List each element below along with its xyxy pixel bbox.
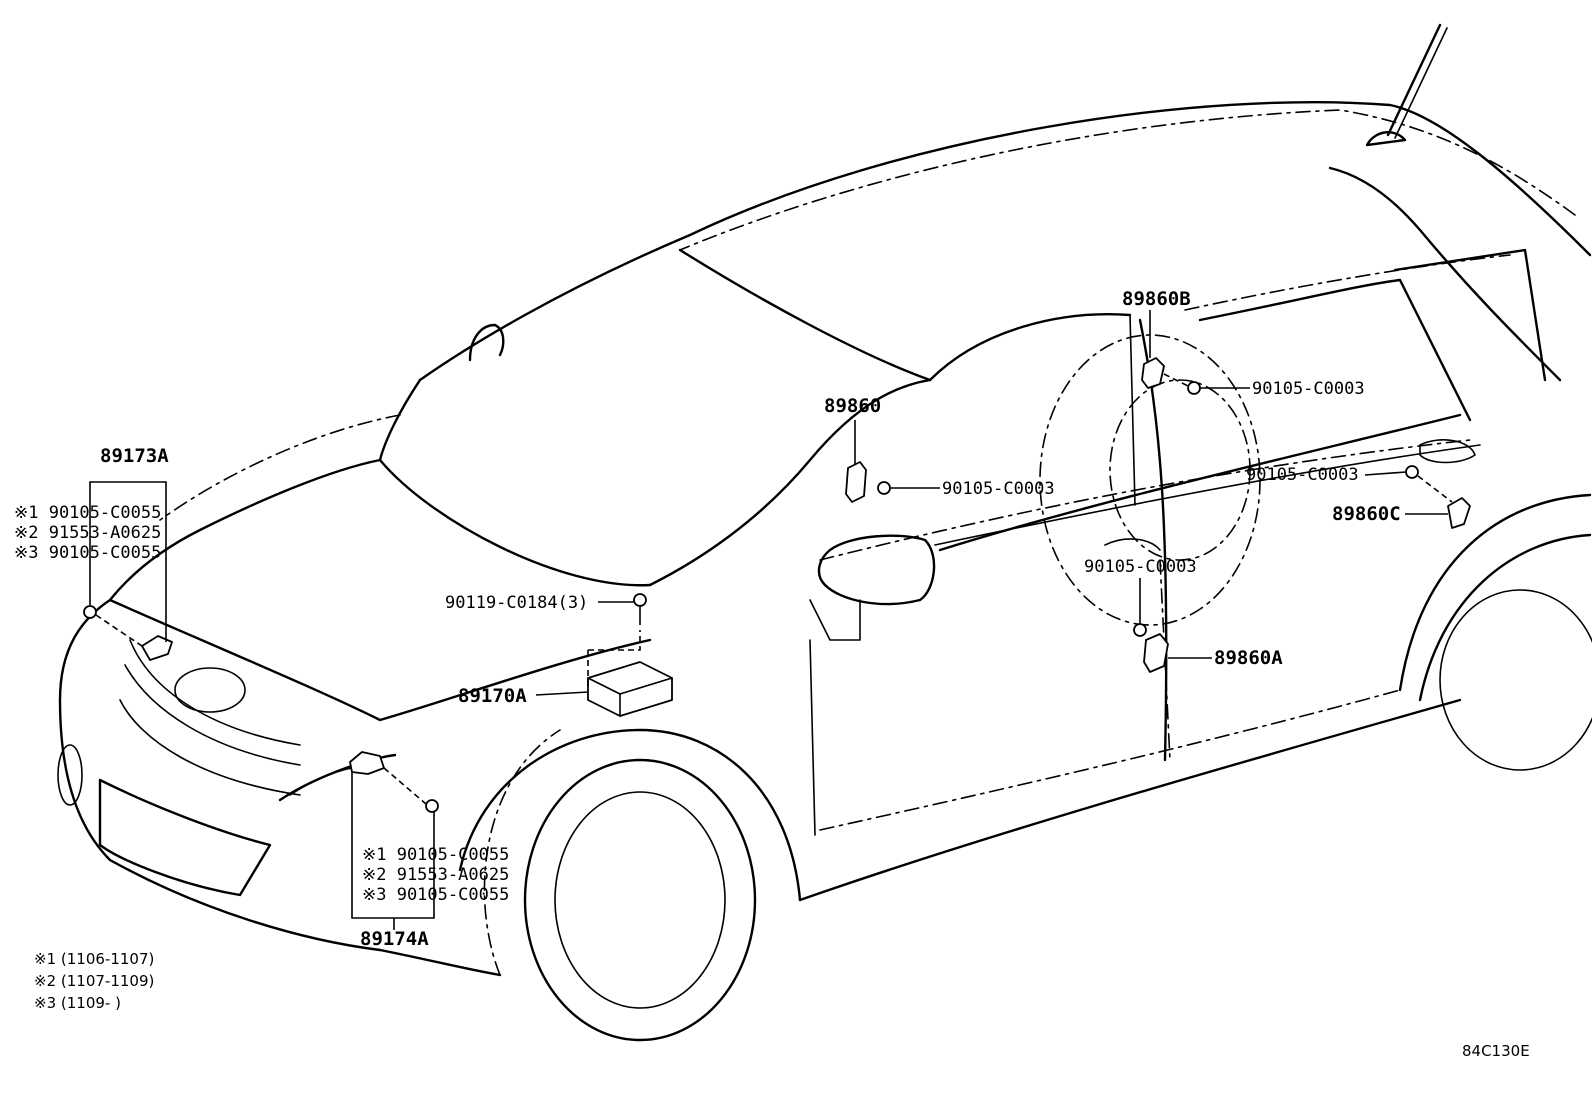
side-sensor-89860C: [1405, 465, 1471, 529]
part-label-89860: 89860: [824, 395, 881, 417]
bolt-label-89860A: 90105-C0003: [1084, 557, 1197, 577]
footnote-1: ※1 (1106-1107): [34, 950, 154, 968]
leader-lines: [89, 310, 1448, 930]
part-label-89173A: 89173A: [100, 445, 169, 467]
side-sensor-89860B: [1141, 357, 1201, 395]
footnote-3: ※3 (1109- ): [34, 994, 121, 1012]
vehicle-outline: [57, 23, 1592, 1042]
bolt-label-89860C: 90105-C0003: [1246, 465, 1359, 485]
bolt-label-89174A-3: ※3 90105-C0055: [362, 885, 509, 905]
part-label-89174A: 89174A: [360, 928, 429, 950]
part-label-89860A: 89860A: [1214, 647, 1283, 669]
side-sensor-89860A: [1133, 623, 1169, 673]
bolt-label-89173A-2: ※2 91553-A0625: [14, 523, 161, 543]
part-label-89170A: 89170A: [458, 685, 527, 707]
footnote-2: ※2 (1107-1109): [34, 972, 154, 990]
bolt-label-89174A-2: ※2 91553-A0625: [362, 865, 509, 885]
bolt-label-89173A-3: ※3 90105-C0055: [14, 543, 161, 563]
bolt-label-89860: 90105-C0003: [942, 479, 1055, 499]
bolt-label-89860B: 90105-C0003: [1252, 379, 1365, 399]
diagram-code: 84C130E: [1462, 1042, 1530, 1060]
part-label-89860B: 89860B: [1122, 288, 1191, 310]
airbag-module-89170A: [587, 593, 673, 717]
bolt-label-89170A: 90119-C0184(3): [445, 593, 588, 613]
bolt-label-89173A-1: ※1 90105-C0055: [14, 503, 161, 523]
front-sensor-89173A: [83, 605, 173, 661]
part-label-89860C: 89860C: [1332, 503, 1401, 525]
bolt-label-89174A-1: ※1 90105-C0055: [362, 845, 509, 865]
front-sensor-89174A: [349, 751, 439, 813]
side-sensor-89860: [845, 461, 891, 503]
